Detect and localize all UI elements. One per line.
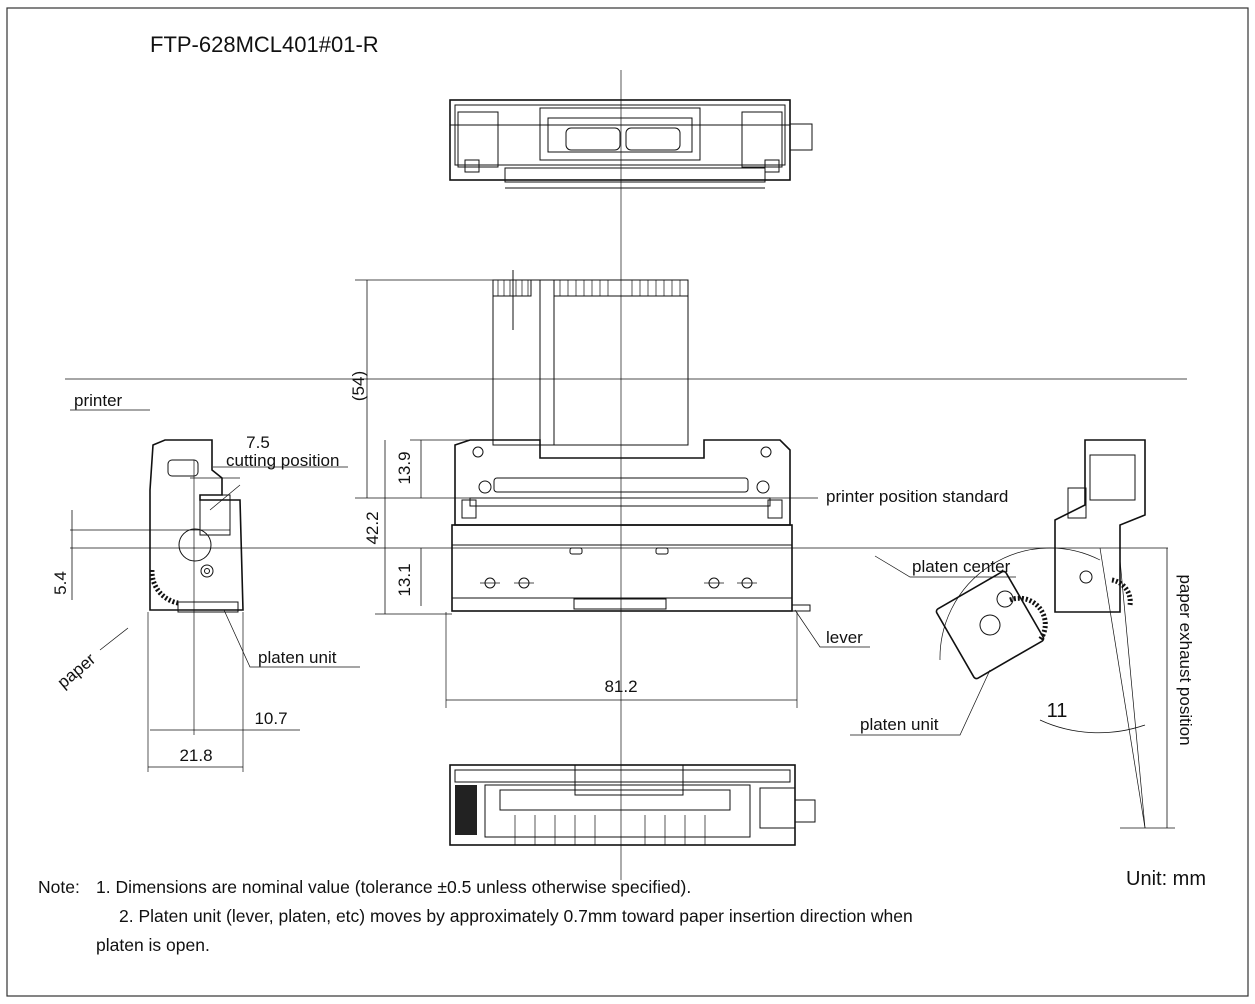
dimension-lines (70, 279, 1175, 829)
bottom-view (449, 764, 816, 846)
dim-21-8: 21.8 (179, 746, 212, 765)
dim-81-2: 81.2 (604, 677, 637, 696)
front-view (451, 270, 811, 612)
dim-42-2: 42.2 (363, 511, 382, 544)
dim-10-7: 10.7 (254, 709, 287, 728)
note-row-1: Note: 1. Dimensions are nominal value (t… (38, 873, 1238, 902)
label-platen-unit-right: platen unit (860, 715, 939, 734)
note-2-line-2: platen is open. (96, 935, 210, 955)
unit-label: Unit: mm (1126, 868, 1206, 890)
dim-5-4: 5.4 (51, 571, 70, 595)
right-side-view (935, 439, 1146, 680)
label-platen-center: platen center (912, 557, 1011, 576)
left-side-view (149, 439, 244, 613)
note-row-2: 2. Platen unit (lever, platen, etc) move… (38, 902, 1238, 931)
drawing-title: FTP-628MCL401#01-R (150, 32, 379, 57)
label-paper: paper (54, 649, 100, 692)
label-lever: lever (826, 628, 863, 647)
label-paper-exhaust-position: paper exhaust position (1176, 574, 1195, 745)
note-1: 1. Dimensions are nominal value (toleran… (96, 877, 692, 897)
label-cutting-position: cutting position (226, 451, 339, 470)
label-printer-position-standard: printer position standard (826, 487, 1008, 506)
note-row-3: platen is open. (38, 931, 1238, 960)
note-2-line-1: 2. Platen unit (lever, platen, etc) move… (119, 906, 913, 926)
label-printer: printer (74, 391, 123, 410)
label-platen-unit-left: platen unit (258, 648, 337, 667)
top-view (449, 99, 813, 189)
dim-13-9: 13.9 (395, 451, 414, 484)
notes-block: Note: 1. Dimensions are nominal value (t… (38, 873, 1238, 960)
notes-prefix: Note: (38, 877, 80, 897)
dim-13-1: 13.1 (395, 563, 414, 596)
dim-11: 11 (1047, 700, 1068, 722)
dim-7-5: 7.5 (246, 433, 270, 452)
dim-54: (54) (349, 371, 368, 401)
